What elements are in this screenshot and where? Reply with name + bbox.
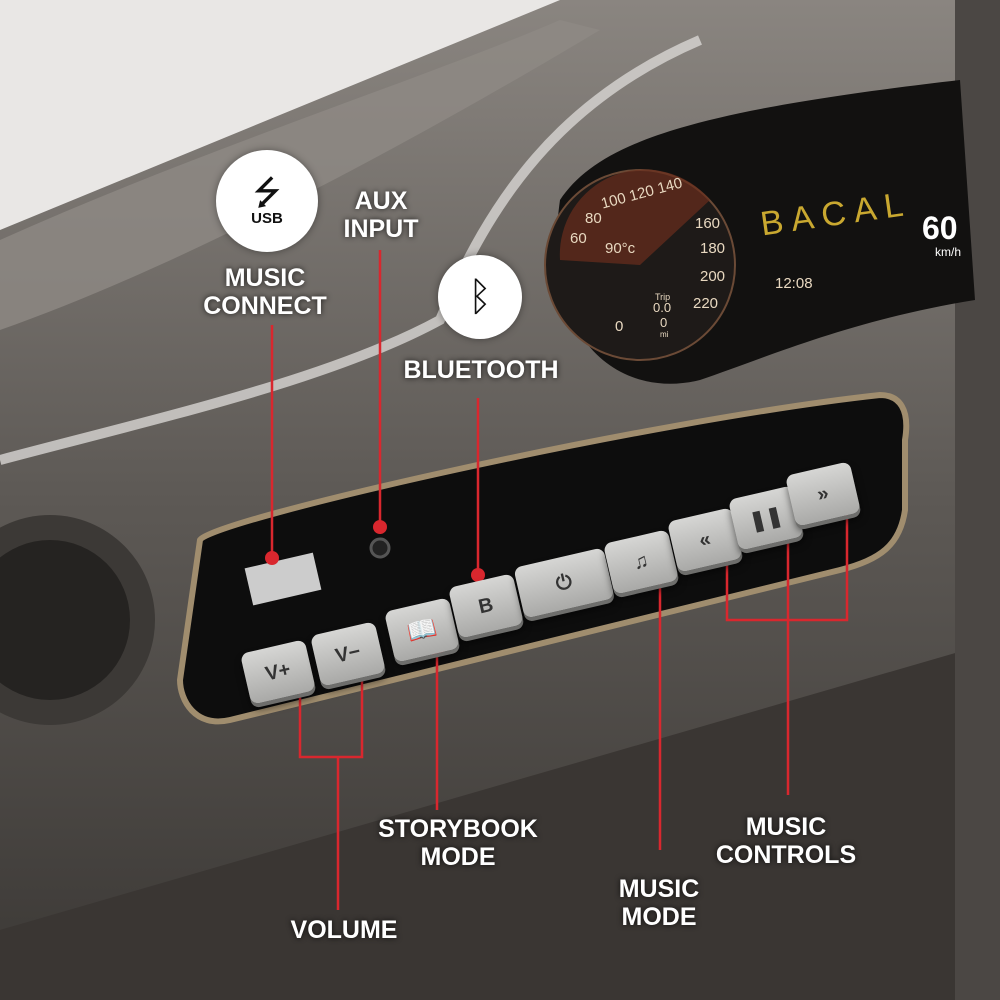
usb-badge: ⭍ USB (216, 150, 318, 252)
gauge-tick: 0 (615, 318, 624, 335)
label-music-controls: MUSIC CONTROLS (715, 813, 857, 869)
odo-value: 0 (660, 315, 668, 330)
label-aux-input: AUX INPUT (343, 187, 419, 243)
music-note-icon: ♫ (631, 549, 651, 574)
pause-icon: ❚❚ (747, 504, 785, 533)
label-bluetooth: BLUETOOTH (403, 356, 559, 384)
usb-icon: ⭍ (252, 173, 282, 212)
usb-port (244, 552, 322, 606)
label-music-connect: MUSIC CONNECT (203, 264, 327, 320)
gauge-tick: 80 (585, 210, 602, 227)
gauge-tick: 220 (693, 295, 719, 312)
odo-unit: mi (660, 330, 669, 339)
callout-lines (270, 250, 849, 910)
aux-port (369, 537, 391, 559)
speed-unit: km/h (935, 245, 962, 259)
rewind-icon: « (696, 527, 713, 552)
speed-value: 60 (922, 210, 958, 246)
fast-forward-icon: » (814, 481, 831, 506)
gauge-tick: 200 (700, 268, 726, 285)
gauge-tick: 60 (570, 230, 587, 247)
gauge-tick: 180 (700, 240, 726, 257)
clock: 12:08 (775, 275, 813, 292)
trip-value: 0.0 (653, 300, 672, 315)
usb-badge-text: USB (251, 209, 283, 227)
windshield (0, 0, 560, 230)
gauge-temp: 90°c (605, 240, 636, 257)
label-music-mode: MUSIC MODE (618, 875, 700, 931)
trip-label: Trip (655, 292, 671, 302)
gauge-tick: 160 (695, 215, 721, 232)
power-icon: ⏻ (553, 570, 575, 596)
label-volume: VOLUME (290, 916, 398, 944)
instrument-cluster (544, 80, 975, 384)
bluetooth-icon: ᛒ (438, 255, 522, 339)
label-storybook-mode: STORYBOOK MODE (378, 815, 538, 871)
book-icon: 📖 (404, 613, 440, 647)
